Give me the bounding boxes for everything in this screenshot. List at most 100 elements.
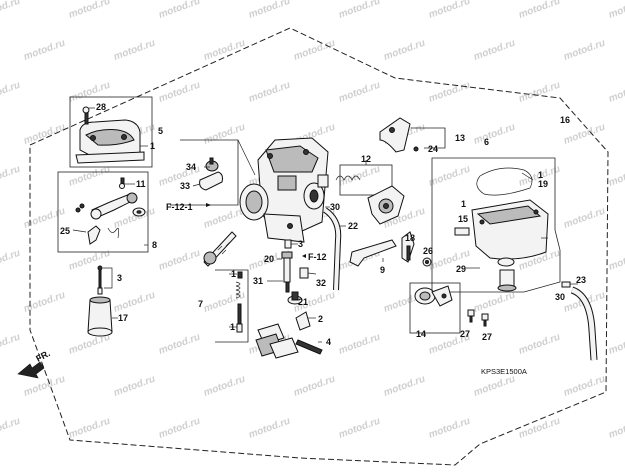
watermark-text: motod.ru [427, 80, 471, 105]
watermark-text: motod.ru [382, 38, 426, 63]
group-box-14 [409, 282, 461, 334]
watermark-text: motod.ru [247, 416, 291, 441]
watermark-text: motod.ru [22, 38, 66, 63]
callout-19: 19 [538, 179, 548, 189]
watermark-text: motod.ru [22, 290, 66, 315]
watermark-text: motod.ru [67, 164, 111, 189]
watermark-text: motod.ru [157, 416, 201, 441]
watermark-text: motod.ru [112, 374, 156, 399]
callout-30a: 30 [330, 202, 340, 212]
callout-23: 23 [576, 275, 586, 285]
needle-set-part [235, 271, 243, 333]
watermark-text: motod.ru [517, 0, 561, 21]
watermark-text: motod.ru [67, 0, 111, 21]
watermark-text: motod.ru [0, 0, 22, 21]
direction-label: FR. [34, 348, 51, 364]
watermark-text: motod.ru [67, 248, 111, 273]
watermark-text: motod.ru [337, 416, 381, 441]
drain-tube-part [323, 207, 342, 291]
watermark-text: motod.ru [112, 38, 156, 63]
callout-4: 4 [326, 337, 331, 347]
top-cover-part [75, 106, 145, 164]
watermark-text: motod.ru [67, 416, 111, 441]
watermark-text: motod.ru [337, 0, 381, 21]
callout-26: 26 [423, 246, 433, 256]
ref-label-f12-1: F-12-1 [166, 202, 193, 212]
callout-1a: 1 [150, 141, 155, 151]
callout-1b: 1 [231, 269, 236, 279]
idle-screw-part [203, 231, 237, 267]
callout-15: 15 [458, 214, 468, 224]
callout-31: 31 [253, 276, 263, 286]
watermark-text: motod.ru [607, 164, 625, 189]
watermark-text: motod.ru [562, 206, 606, 231]
callout-7: 7 [198, 299, 203, 309]
callout-5: 5 [158, 126, 163, 136]
watermark-text: motod.ru [517, 80, 561, 105]
callout-13: 13 [455, 133, 465, 143]
callout-30b: 30 [555, 292, 565, 302]
watermark-text: motod.ru [292, 38, 336, 63]
watermark-text: motod.ru [202, 206, 246, 231]
callout-28: 28 [96, 102, 106, 112]
callout-3b: 3 [298, 239, 303, 249]
watermark-text: motod.ru [517, 332, 561, 357]
callout-14: 14 [416, 329, 426, 339]
throttle-linkage-part [75, 177, 146, 245]
callout-12: 12 [361, 154, 371, 164]
callout-32: 32 [316, 278, 326, 288]
cable-holder-part [199, 157, 223, 191]
callout-2: 2 [318, 314, 323, 324]
assembly-frame [29, 27, 609, 466]
callout-18: 18 [405, 233, 415, 243]
callout-27a: 27 [460, 329, 470, 339]
callout-6: 6 [484, 137, 489, 147]
watermark-text: motod.ru [472, 290, 516, 315]
group-box-7 [215, 269, 249, 343]
watermark-text: motod.ru [0, 248, 22, 273]
group-box-5 [69, 96, 153, 168]
callout-29: 29 [456, 264, 466, 274]
watermark-text: motod.ru [517, 416, 561, 441]
callout-9: 9 [380, 265, 385, 275]
watermark-text: motod.ru [427, 416, 471, 441]
callout-22: 22 [348, 221, 358, 231]
diagram-code: KPS3E1500A [481, 367, 527, 376]
watermark-text: motod.ru [247, 80, 291, 105]
watermark-text: motod.ru [427, 164, 471, 189]
callout-33: 33 [180, 181, 190, 191]
watermark-text: motod.ru [22, 122, 66, 147]
group-box-8 [57, 171, 149, 253]
watermark-text: motod.ru [382, 374, 426, 399]
callout-3a: 3 [117, 273, 122, 283]
watermark-text: motod.ru [202, 122, 246, 147]
cable-bracket-part [379, 117, 419, 153]
callout-1d: 1 [538, 170, 543, 180]
callout-1c: 1 [230, 322, 235, 332]
watermark-text: motod.ru [337, 164, 381, 189]
screws-27-part [467, 309, 489, 327]
watermark-text: motod.ru [157, 80, 201, 105]
callout-24: 24 [428, 144, 438, 154]
watermark-text: motod.ru [562, 38, 606, 63]
choke-spring-part [335, 175, 405, 225]
watermark-text: motod.ru [427, 0, 471, 21]
watermark-text: motod.ru [607, 332, 625, 357]
ref-arrow-icon [302, 254, 306, 258]
watermark-text: motod.ru [0, 164, 22, 189]
callout-8: 8 [152, 240, 157, 250]
watermark-text: motod.ru [472, 38, 516, 63]
callout-16: 16 [560, 115, 570, 125]
watermark-text: motod.ru [247, 0, 291, 21]
watermark-text: motod.ru [157, 248, 201, 273]
watermark-text: motod.ru [22, 374, 66, 399]
watermark-text: motod.ru [112, 290, 156, 315]
callout-1e: 1 [461, 199, 466, 209]
callout-27b: 27 [482, 332, 492, 342]
watermark-text: motod.ru [607, 80, 625, 105]
front-direction-arrow-icon [17, 361, 45, 379]
watermark-text: motod.ru [337, 332, 381, 357]
throttle-slide-part [87, 296, 113, 337]
ref-arrow-icon [206, 203, 211, 207]
